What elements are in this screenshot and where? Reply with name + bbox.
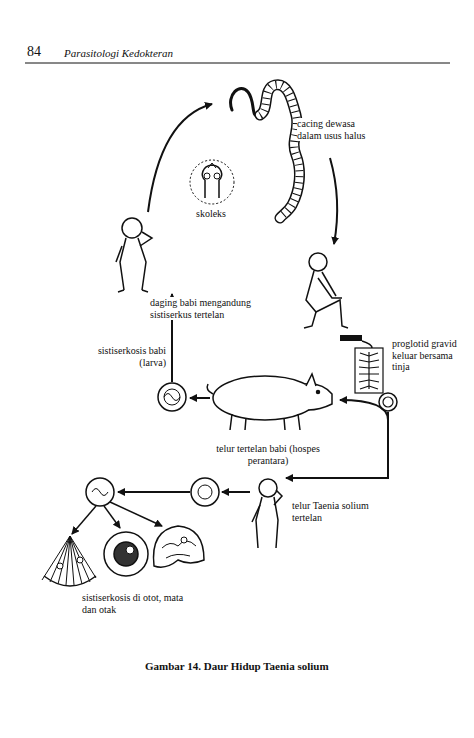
man-eating: [116, 246, 122, 262]
adult-worm: [260, 85, 299, 218]
pig: [305, 384, 332, 410]
man-squatting: [304, 253, 348, 328]
adult-worm: [231, 85, 300, 218]
eye: [104, 532, 148, 576]
header-rule: [25, 63, 450, 64]
human-cysticercus: [86, 478, 114, 506]
stage-label: daging babi mengandung sistiserkus terte…: [150, 297, 262, 320]
muscle: [77, 557, 83, 563]
feces-bar: [340, 335, 362, 341]
stage-label: sistiserkosis di otot, mata dan otak: [82, 592, 194, 615]
gravid-proglottid: [355, 348, 383, 393]
pig: [213, 376, 317, 420]
pig: [306, 374, 316, 386]
man-squatting: [306, 271, 348, 328]
cycle-arrow: [340, 400, 388, 420]
brain: [181, 537, 187, 543]
header-rule: [25, 63, 450, 64]
man-swallowing-egg: [274, 490, 282, 505]
figure-caption: Gambar 14. Daur Hidup Taenia solium: [145, 660, 329, 673]
stage-label: proglotid gravid keluar bersama tinja: [392, 338, 466, 373]
human-cysticercus: [92, 489, 108, 496]
gravid-proglottid: [383, 397, 393, 407]
scolex: [214, 173, 220, 179]
feces-bar: [340, 335, 362, 341]
adult-worm: [260, 85, 299, 218]
scolex: [190, 160, 234, 204]
man-eating: [120, 238, 146, 290]
adult-worm: [260, 85, 299, 218]
pig: [230, 414, 300, 430]
scolex: [190, 160, 234, 204]
man-swallowing-egg: [252, 479, 282, 548]
man-squatting: [309, 253, 327, 271]
man-eating: [116, 218, 152, 292]
man-squatting: [304, 312, 316, 328]
cycle-arrow: [118, 491, 190, 493]
cycle-arrow: [104, 506, 120, 528]
eye: [126, 546, 134, 554]
eye: [104, 532, 148, 576]
man-eating: [122, 218, 142, 238]
pig-cysticercus: [158, 383, 186, 411]
pig: [317, 391, 320, 394]
stage-label: telur tertelan babi (hospes perantara): [214, 443, 322, 466]
pig-cysticercus: [158, 383, 186, 411]
muscle: [57, 563, 63, 569]
man-eating: [140, 232, 152, 246]
scolex: [202, 165, 221, 198]
eye: [114, 542, 138, 566]
man-swallowing-egg: [259, 479, 277, 497]
brain: [154, 526, 205, 567]
stage-label: telur Taenia solium tertelan: [292, 500, 388, 523]
stage-label: sistiserkosis babi (larva): [84, 345, 166, 368]
pig: [207, 374, 332, 430]
human-cysticercus: [198, 485, 212, 499]
cycle-arrow: [190, 397, 210, 399]
man-squatting: [318, 278, 342, 298]
cycle-arrow: [330, 158, 337, 244]
muscle: [42, 536, 96, 586]
cycle-arrow: [72, 506, 96, 534]
gravid-proglottid: [379, 393, 397, 411]
pig: [207, 384, 213, 394]
running-header: Parasitologi Kedokteran: [64, 47, 264, 60]
cycle-arrow: [148, 104, 212, 212]
brain: [162, 541, 196, 558]
human-cysticercus: [191, 478, 219, 506]
scolex: [204, 173, 210, 179]
part-label: skoleks: [196, 208, 236, 220]
scolex: [208, 163, 216, 168]
muscle: [42, 536, 96, 585]
pig-cysticercus: [164, 389, 180, 405]
brain: [154, 526, 205, 567]
cycle-arrow: [222, 491, 250, 493]
gravid-proglottid: [368, 352, 369, 389]
pig-cysticercus: [164, 394, 180, 401]
cycle-arrow: [110, 502, 162, 526]
page-number: 84: [27, 44, 57, 60]
man-squatting: [322, 272, 336, 296]
man-swallowing-egg: [252, 505, 260, 522]
human-cysticercus: [86, 478, 219, 506]
stage-label: cacing dewasa dalam usus halus: [297, 118, 377, 141]
cycle-arrow: [362, 341, 372, 348]
gravid-proglottid: [359, 353, 369, 389]
cycle-arrow: [72, 104, 388, 534]
man-eating: [118, 290, 148, 292]
gravid-proglottid: [369, 353, 379, 389]
muscle: [44, 576, 96, 586]
gravid-proglottid: [355, 348, 397, 411]
